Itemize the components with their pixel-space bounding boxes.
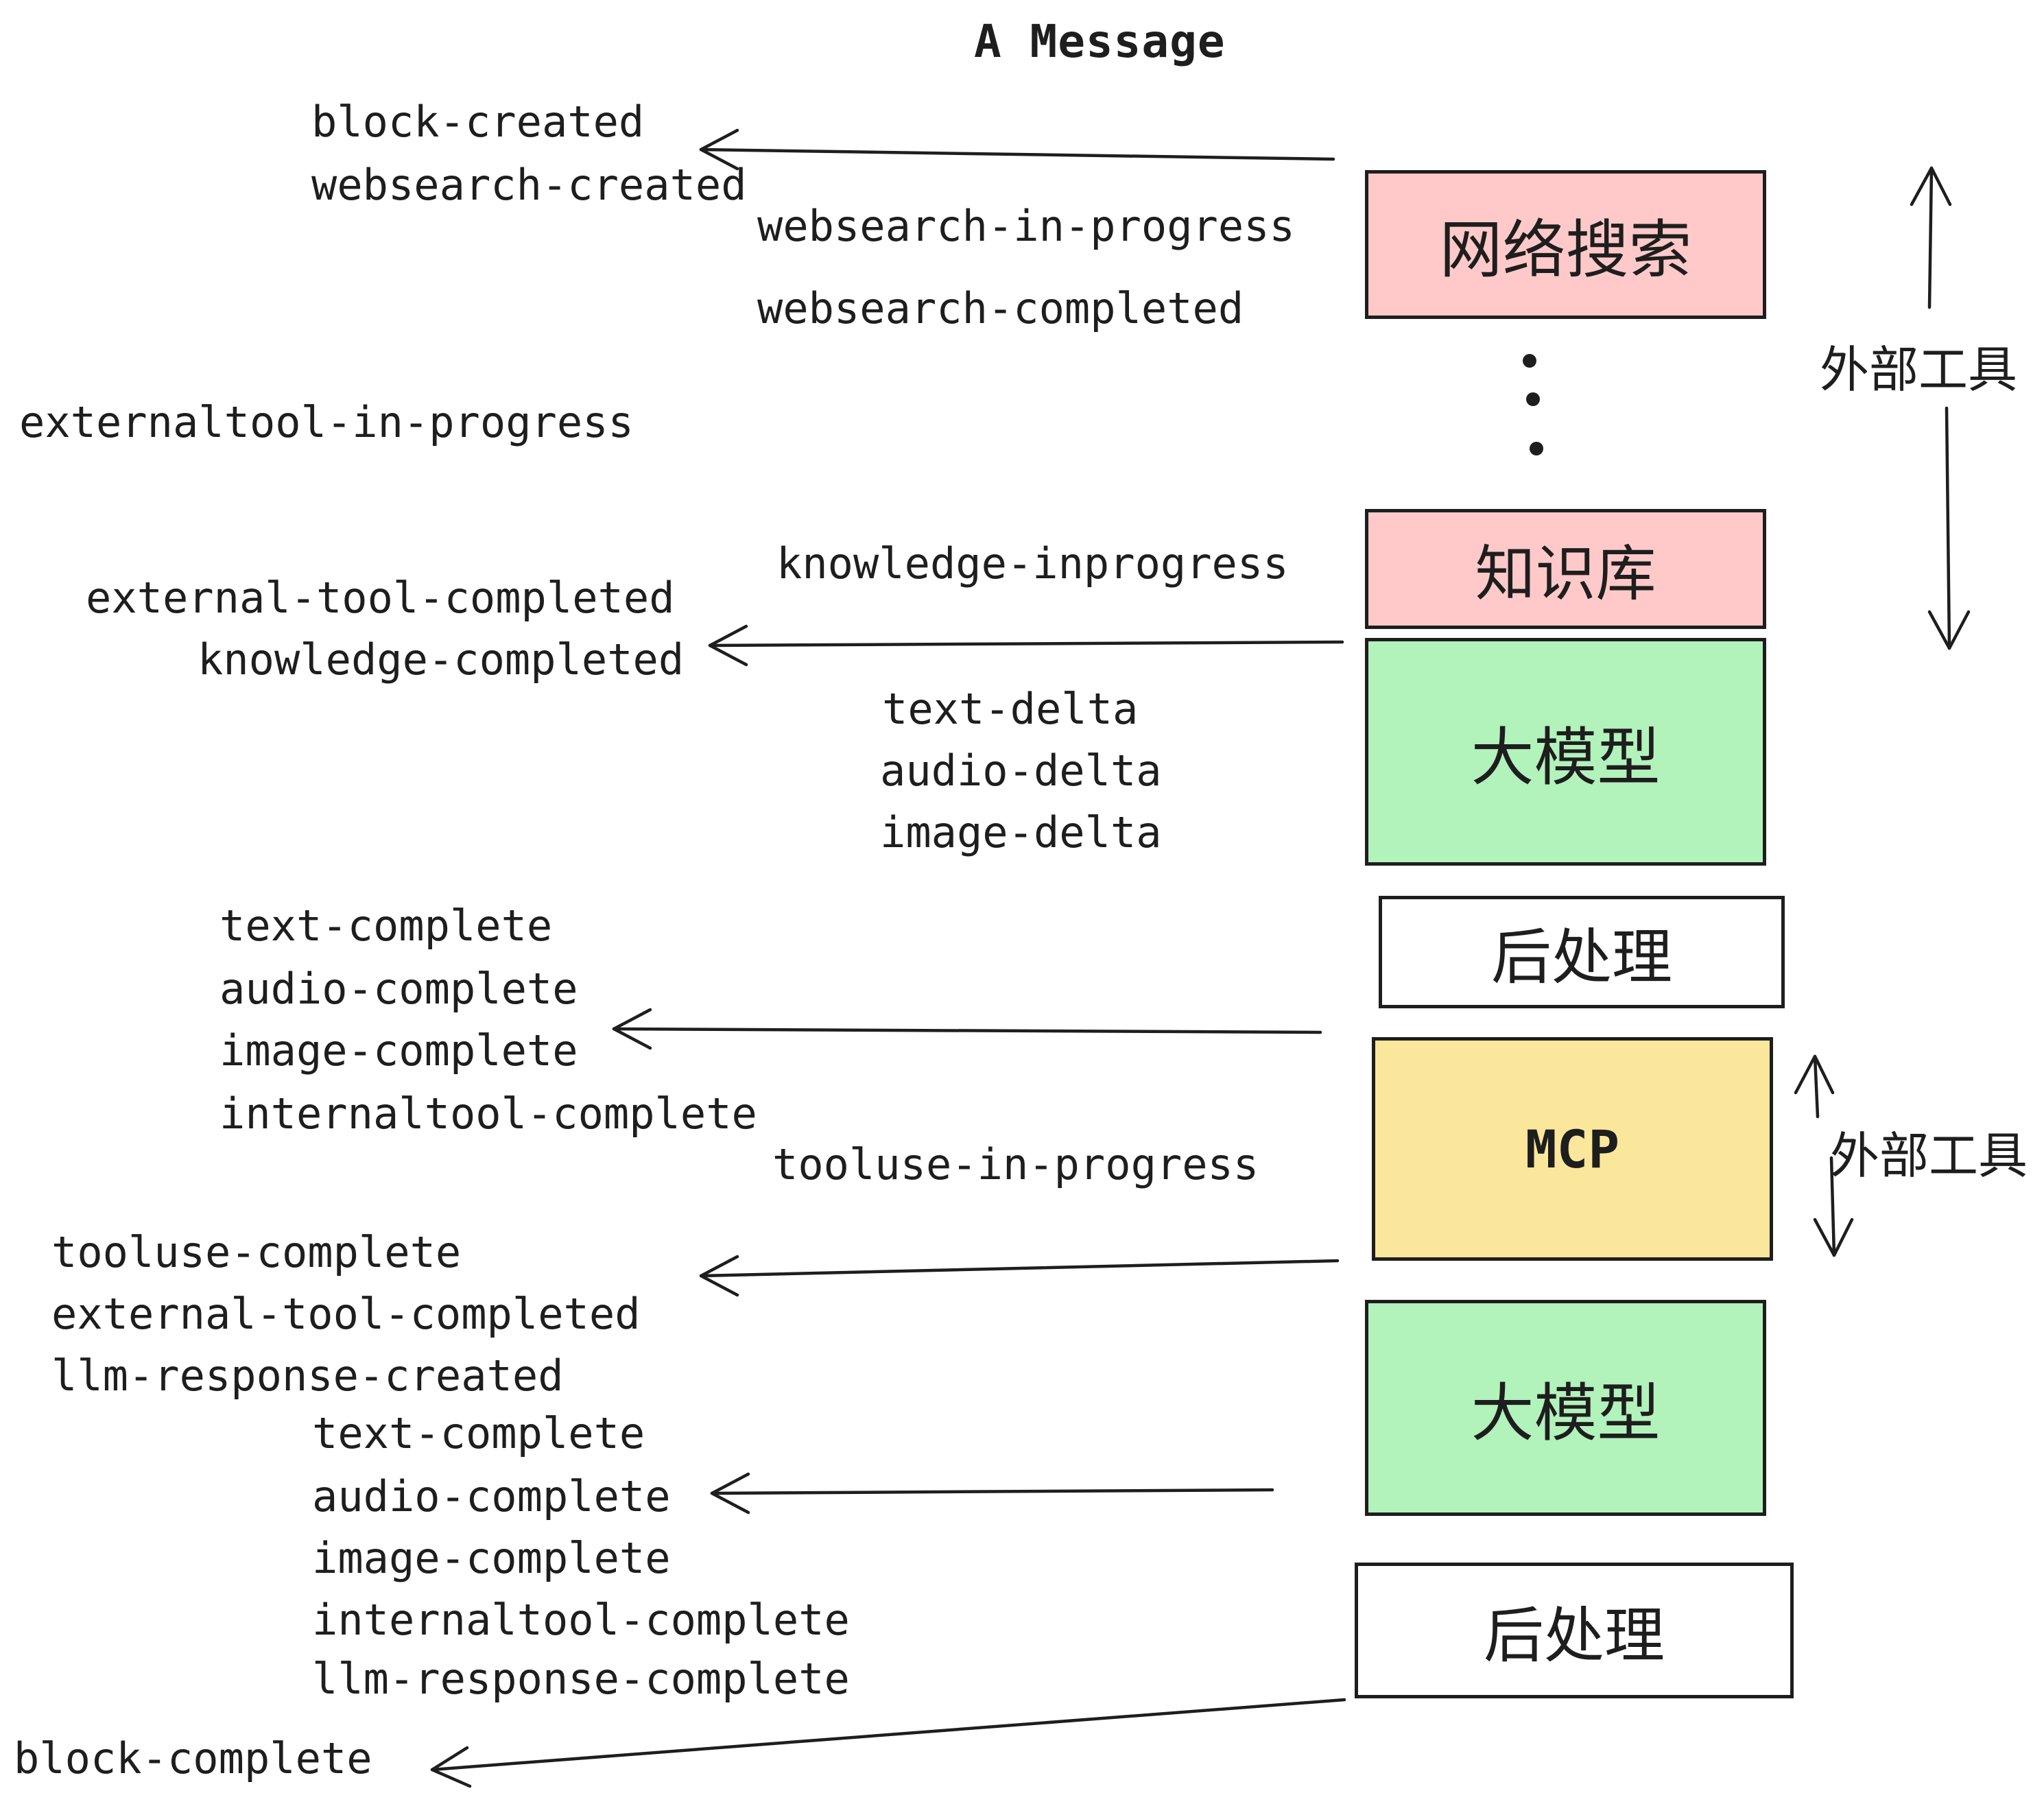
event-label-llm-response-created: llm-response-created: [51, 1351, 564, 1401]
box-llm-1-label: 大模型: [1471, 720, 1661, 794]
box-llm-2-label: 大模型: [1471, 1377, 1661, 1450]
box-mcp-label: MCP: [1525, 1118, 1620, 1180]
arrow-llm-to-knowledge-completed-icon: [708, 624, 1344, 667]
event-label-external-tool-completed-2: external-tool-completed: [51, 1289, 641, 1339]
box-post-process-1: 后处理: [1379, 896, 1785, 1008]
event-label-text-delta-1: text-delta: [882, 684, 1139, 734]
event-label-llm-response-complete: llm-response-complete: [312, 1654, 850, 1704]
arrow-mcp-to-tooluse-complete-icon: [699, 1255, 1340, 1297]
event-label-image-delta-1: image-delta: [880, 807, 1162, 857]
arrow-llm2-to-audio-complete-icon: [710, 1472, 1274, 1515]
arrow-down-external-tools-top-icon: [1927, 406, 1971, 650]
box-llm-2: 大模型: [1365, 1300, 1766, 1516]
event-label-text-complete-2: text-complete: [312, 1408, 645, 1458]
event-label-websearch-completed: websearch-completed: [757, 283, 1244, 333]
box-websearch: 网络搜索: [1365, 170, 1766, 319]
arrow-post2-to-block-complete-icon: [430, 1698, 1346, 1788]
arrow-up-external-tools-top-icon: [1910, 166, 1952, 309]
arrow-post1-to-image-complete-icon: [612, 1008, 1322, 1050]
box-knowledge: 知识库: [1365, 509, 1766, 629]
event-label-websearch-created: websearch-created: [311, 160, 747, 210]
box-llm-1: 大模型: [1365, 638, 1766, 866]
event-label-audio-delta-1: audio-delta: [880, 746, 1162, 796]
box-mcp: MCP: [1372, 1037, 1773, 1261]
box-knowledge-label: 知识库: [1475, 538, 1656, 609]
side-label-external-tools-top: 外部工具: [1820, 341, 2018, 399]
event-label-externaltool-in-progress: externaltool-in-progress: [19, 397, 634, 447]
event-label-internaltool-complete-2: internaltool-complete: [312, 1595, 850, 1645]
event-label-external-tool-completed: external-tool-completed: [86, 573, 675, 623]
event-label-audio-complete-1: audio-complete: [219, 964, 578, 1014]
arrow-websearch-to-block-created-icon: [699, 128, 1335, 171]
arrow-up-external-tools-mcp-icon: [1794, 1054, 1835, 1119]
event-label-internaltool-complete-1: internaltool-complete: [219, 1089, 757, 1139]
side-label-external-tools-mcp: 外部工具: [1830, 1127, 2028, 1185]
box-post-process-1-label: 后处理: [1490, 921, 1672, 993]
event-label-text-complete-1: text-complete: [219, 901, 553, 951]
event-label-tooluse-complete: tooluse-complete: [51, 1227, 462, 1277]
event-label-block-created: block-created: [311, 97, 645, 147]
box-post-process-2-label: 后处理: [1483, 1600, 1665, 1671]
page-title: A Message: [974, 15, 1226, 68]
event-label-block-complete: block-complete: [14, 1733, 372, 1783]
event-label-audio-complete-2: audio-complete: [312, 1471, 671, 1521]
event-label-knowledge-completed: knowledge-completed: [198, 634, 685, 685]
event-label-image-complete-1: image-complete: [219, 1025, 578, 1076]
event-label-websearch-in-progress: websearch-in-progress: [757, 201, 1295, 251]
event-label-tooluse-in-progress: tooluse-in-progress: [772, 1139, 1259, 1189]
box-post-process-2: 后处理: [1355, 1563, 1794, 1698]
vertical-ellipsis-icon: [1523, 354, 1543, 455]
event-label-image-complete-2: image-complete: [312, 1533, 671, 1583]
box-websearch-label: 网络搜索: [1439, 213, 1692, 287]
event-label-knowledge-inprogress: knowledge-inprogress: [776, 538, 1289, 589]
